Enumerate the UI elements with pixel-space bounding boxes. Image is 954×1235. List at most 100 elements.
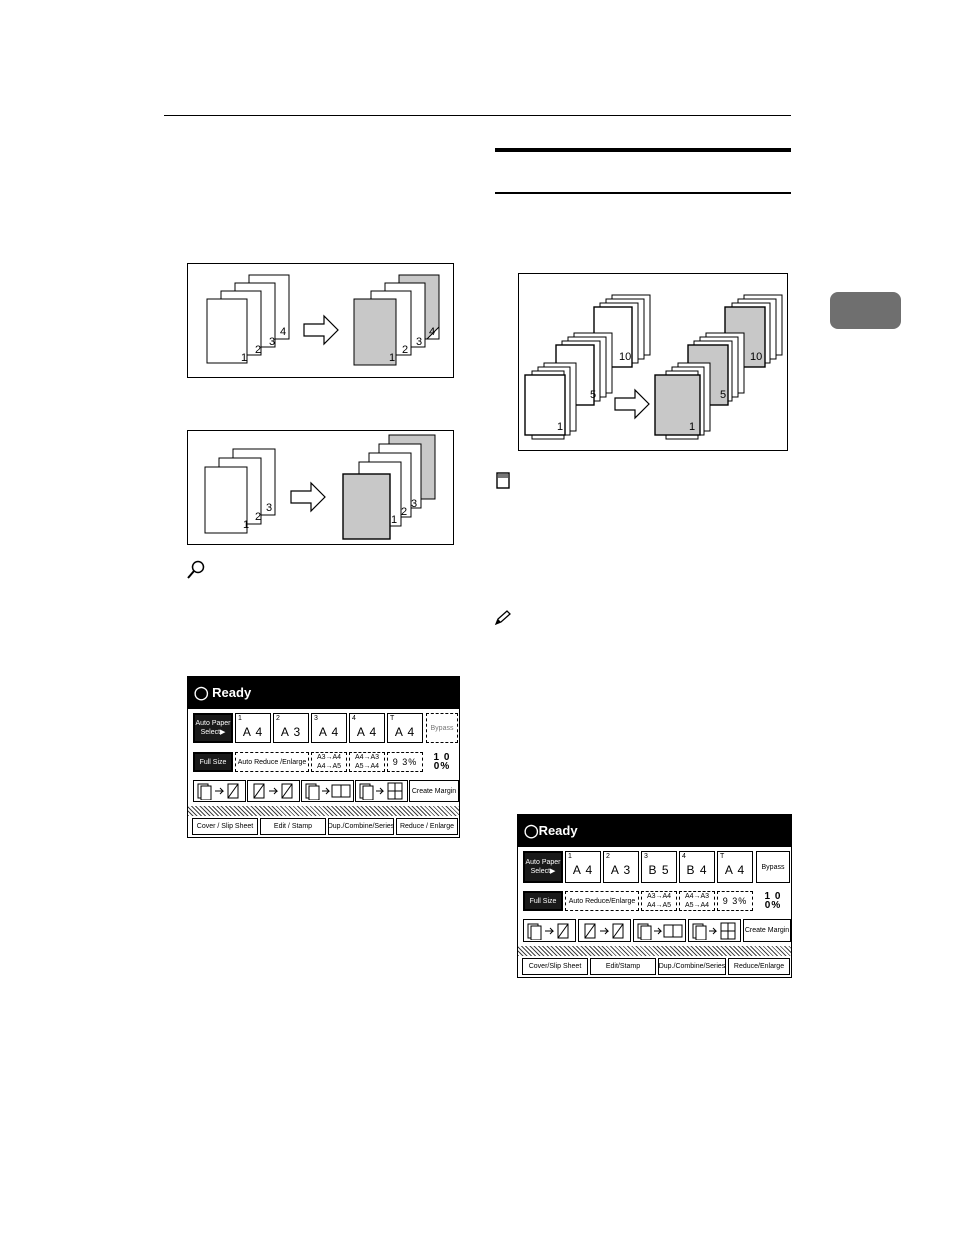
tray-size: B 5 [648,863,670,877]
tab-dup-combine-series[interactable]: Dup./Combine/Series [328,818,394,835]
duplex-1to2-button[interactable] [523,919,576,942]
tray-size: A 3 [280,725,302,739]
create-margin-button[interactable]: Create Margin [743,919,791,942]
page-number: 1 [389,352,395,364]
auto-reduce-enlarge-button[interactable]: Auto Reduce /Enlarge [235,752,309,772]
panel-separator [188,806,459,816]
page-number: 4 [280,326,286,338]
duplex-2to2-button[interactable] [247,780,300,802]
bypass-button[interactable]: Bypass [426,713,458,743]
page-number: 3 [411,498,417,510]
auto-paper-select-button[interactable]: Auto Paper Select▶ [193,713,233,743]
copied-pages: 1 2 3 4 [353,274,440,366]
tab-cover-slip-sheet[interactable]: Cover/Slip Sheet [522,958,588,975]
tray-size: B 4 [686,863,708,877]
tray-number: 4 [352,715,356,722]
header-rule [164,115,791,116]
arrow-icon [614,388,650,420]
tray-number: 1 [568,853,572,860]
original-pages: 1 2 3 4 [206,274,290,364]
tray-number: T [390,715,395,722]
page-number: 1 [689,421,695,433]
tray-number: 2 [606,853,610,860]
tray-number: T [720,853,725,860]
page-number: 5 [590,389,596,401]
reduce-preset-button[interactable]: A3→A4 A4→A5 [641,891,677,911]
page-number: 2 [402,344,408,356]
combine-button[interactable] [633,919,686,942]
panel-separator [518,946,791,956]
full-size-button[interactable]: Full Size [193,752,233,772]
panel-title-bar: ◯Ready [518,815,791,847]
figure-slip-sheet: 10 5 1 10 5 [518,273,788,451]
arrow-icon [290,481,326,513]
arrow-icon [303,314,339,346]
figure-cover-front-back: 1 2 3 4 1 2 3 4 [187,263,454,378]
page-number: 3 [416,336,422,348]
original-pages: 1 2 3 [204,448,276,534]
panel-title-bar: ◯ Ready [188,677,459,709]
note-pencil-icon [494,610,512,626]
chapter-tab [830,292,901,329]
reduce-preset-button[interactable]: A3→A4 A4→A5 [311,752,347,772]
tab-cover-slip-sheet[interactable]: Cover / Slip Sheet [192,818,258,835]
page-number: 2 [401,506,407,518]
ratio-button[interactable]: 9 3% [387,752,423,772]
tray-size: A 4 [724,863,746,877]
combine-button[interactable] [301,780,354,802]
tab-dup-combine-series[interactable]: Dup./Combine/Series [658,958,726,975]
ratio-display: 1 0 0% [755,891,791,911]
auto-paper-select-button[interactable]: Auto Paper Select▶ [523,851,563,883]
page-number: 5 [720,389,726,401]
tray-size: A 4 [572,863,594,877]
original-stacks: 10 5 1 [524,294,651,440]
tray-number: 1 [238,715,242,722]
tab-reduce-enlarge[interactable]: Reduce / Enlarge [396,818,458,835]
duplex-2to2-button[interactable] [578,919,631,942]
bypass-button[interactable]: Bypass [756,851,790,883]
page-number: 1 [243,519,249,531]
page-number: 2 [255,511,261,523]
page-number: 10 [619,351,631,363]
page-number: 2 [255,344,261,356]
ready-icon: ◯ [524,823,539,838]
tab-edit-stamp[interactable]: Edit/Stamp [590,958,656,975]
limitation-icon [496,472,510,490]
tab-edit-stamp[interactable]: Edit / Stamp [260,818,326,835]
page-number: 1 [391,514,397,526]
tab-reduce-enlarge[interactable]: Reduce/Enlarge [728,958,790,975]
tray-number: 3 [314,715,318,722]
enlarge-preset-button[interactable]: A4→A3 A5→A4 [349,752,385,772]
duplex-1to2-button[interactable] [193,780,246,802]
page-number: 1 [241,352,247,364]
combine-4in1-button[interactable] [355,780,408,802]
magnifier-icon [186,560,206,580]
enlarge-preset-button[interactable]: A4→A3 A5→A4 [679,891,715,911]
ready-icon: ◯ [194,685,213,700]
ratio-display: 1 0 0% [425,752,459,772]
page-number: 4 [429,326,435,338]
auto-reduce-enlarge-button[interactable]: Auto Reduce/Enlarge [565,891,639,911]
tray-t-button[interactable]: T A 4 [717,851,753,883]
tray-number: 4 [682,853,686,860]
panel-title: Ready [212,685,252,700]
section-rule-thick [495,148,791,152]
ratio-button[interactable]: 9 3% [717,891,753,911]
tray-size: A 4 [318,725,340,739]
full-size-button[interactable]: Full Size [523,891,563,911]
page-number: 3 [269,336,275,348]
create-margin-button[interactable]: Create Margin [409,780,459,802]
panel-title: Ready [538,823,578,838]
combine-4in1-button[interactable] [688,919,741,942]
